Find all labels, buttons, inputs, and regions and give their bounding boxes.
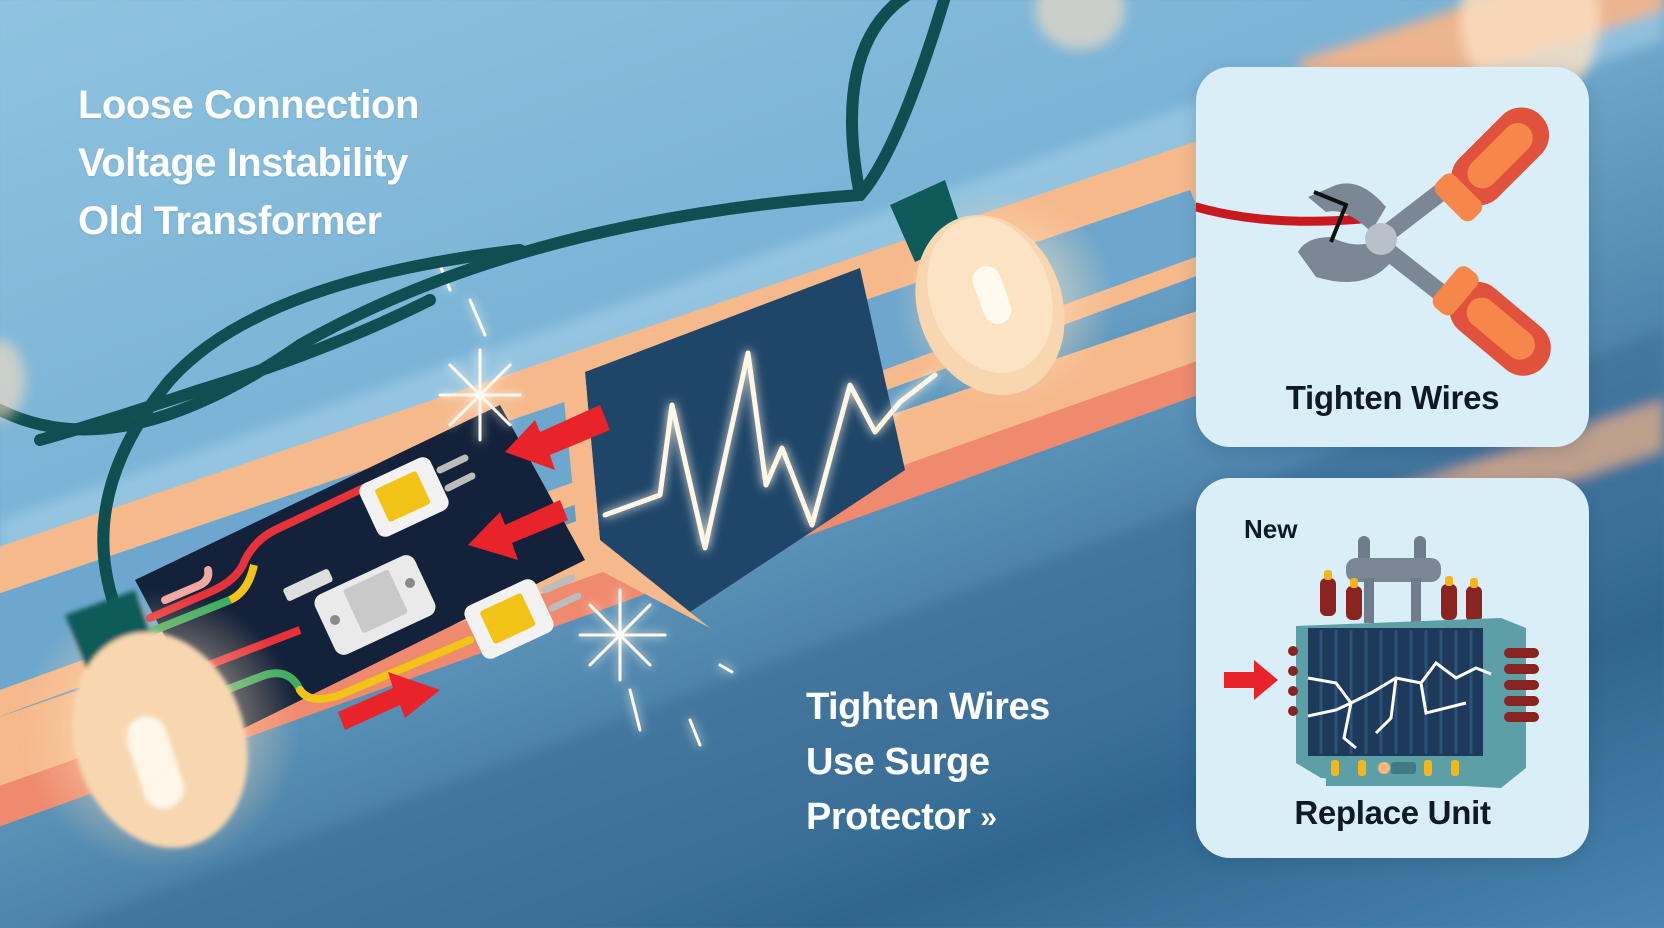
- card-label-tighten-wires: Tighten Wires: [1285, 379, 1500, 416]
- light-bulb-icon: [890, 180, 1115, 410]
- solution-protector-line: Protector »: [806, 790, 1050, 845]
- string-light-wire: [0, 0, 951, 626]
- new-tag: New: [1244, 514, 1298, 544]
- causes-list: Loose Connection Voltage Instability Old…: [78, 76, 419, 250]
- red-arrow-icon: [1224, 660, 1278, 700]
- waveform-window: [560, 268, 938, 628]
- solutions-list: Tighten Wires Use Surge Protector »: [806, 680, 1050, 845]
- cause-voltage-instability: Voltage Instability: [78, 141, 408, 185]
- relay-component-icon: [283, 555, 436, 655]
- cause-loose-connection: Loose Connection: [78, 83, 419, 127]
- replace-unit-card: New Replace Unit: [1196, 478, 1589, 858]
- red-arrow-icon: [338, 405, 610, 730]
- card-label-replace-unit: Replace Unit: [1294, 794, 1491, 831]
- voltage-spike-waveform-icon: [602, 350, 938, 551]
- pliers-cutting-wire-icon: [1196, 107, 1551, 376]
- tighten-wires-card: Tighten Wires: [1196, 67, 1589, 447]
- chevron-right-icon: »: [980, 801, 997, 834]
- solution-tighten-wires: Tighten Wires: [806, 686, 1050, 728]
- led-component-icon: [359, 454, 476, 537]
- solution-use-surge: Use Surge: [806, 741, 990, 783]
- light-bulb-icon: [20, 590, 300, 870]
- cause-old-transformer: Old Transformer: [78, 199, 382, 243]
- solution-protector: Protector: [806, 796, 971, 838]
- led-component-icon: [464, 574, 582, 659]
- cracked-transformer-icon: [1224, 536, 1539, 788]
